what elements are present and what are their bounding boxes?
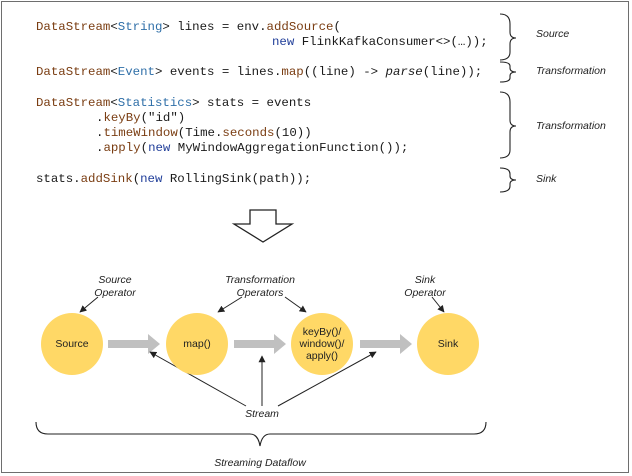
label-source-operator: Source Operator — [94, 274, 136, 299]
node-source: Source — [41, 313, 103, 375]
node-keyby-window-apply: keyBy()/ window()/ apply() — [291, 313, 353, 375]
brace-label-transformation-1: Transformation — [536, 65, 606, 77]
pointer-transformation-map — [217, 296, 243, 313]
label-transformation-operators: Transformation Operators — [225, 274, 295, 299]
stream-pointer-left — [149, 351, 247, 407]
code-line-5: .keyBy("id") — [96, 111, 186, 125]
label-sink-operator: Sink Operator — [404, 274, 446, 299]
code-line-6: .timeWindow(Time.seconds(10)) — [96, 126, 312, 140]
code-line-8: stats.addSink(new RollingSink(path)); — [36, 172, 312, 186]
flow-arrow-map-keyby — [234, 334, 286, 354]
dataflow-brace — [35, 421, 487, 447]
code-line-2: new FlinkKafkaConsumer<>(…)); — [272, 35, 488, 49]
flow-arrow-source-map — [108, 334, 160, 354]
brace-label-sink: Sink — [536, 173, 557, 185]
pointer-sink-operator — [431, 296, 445, 313]
node-map: map() — [166, 313, 228, 375]
brace-label-transformation-2: Transformation — [536, 120, 606, 132]
code-line-1: DataStream<String> lines = env.addSource… — [36, 20, 341, 34]
stream-pointer-right — [277, 351, 377, 407]
down-arrow — [231, 209, 295, 243]
flow-arrow-keyby-sink — [360, 334, 412, 354]
brace-source — [499, 13, 517, 61]
pointer-transformation-keyby — [284, 296, 307, 313]
brace-label-source: Source — [536, 28, 570, 40]
code-line-7: .apply(new MyWindowAggregationFunction()… — [96, 141, 409, 155]
node-sink: Sink — [417, 313, 479, 375]
brace-transformation-1 — [499, 61, 517, 83]
label-stream: Stream — [245, 408, 279, 420]
label-streaming-dataflow: Streaming Dataflow — [214, 457, 306, 469]
code-line-3: DataStream<Event> events = lines.map((li… — [36, 65, 483, 79]
pointer-source-operator — [79, 296, 99, 313]
brace-sink — [499, 167, 517, 193]
brace-transformation-2 — [499, 91, 517, 159]
code-line-4: DataStream<Statistics> stats = events — [36, 96, 312, 110]
